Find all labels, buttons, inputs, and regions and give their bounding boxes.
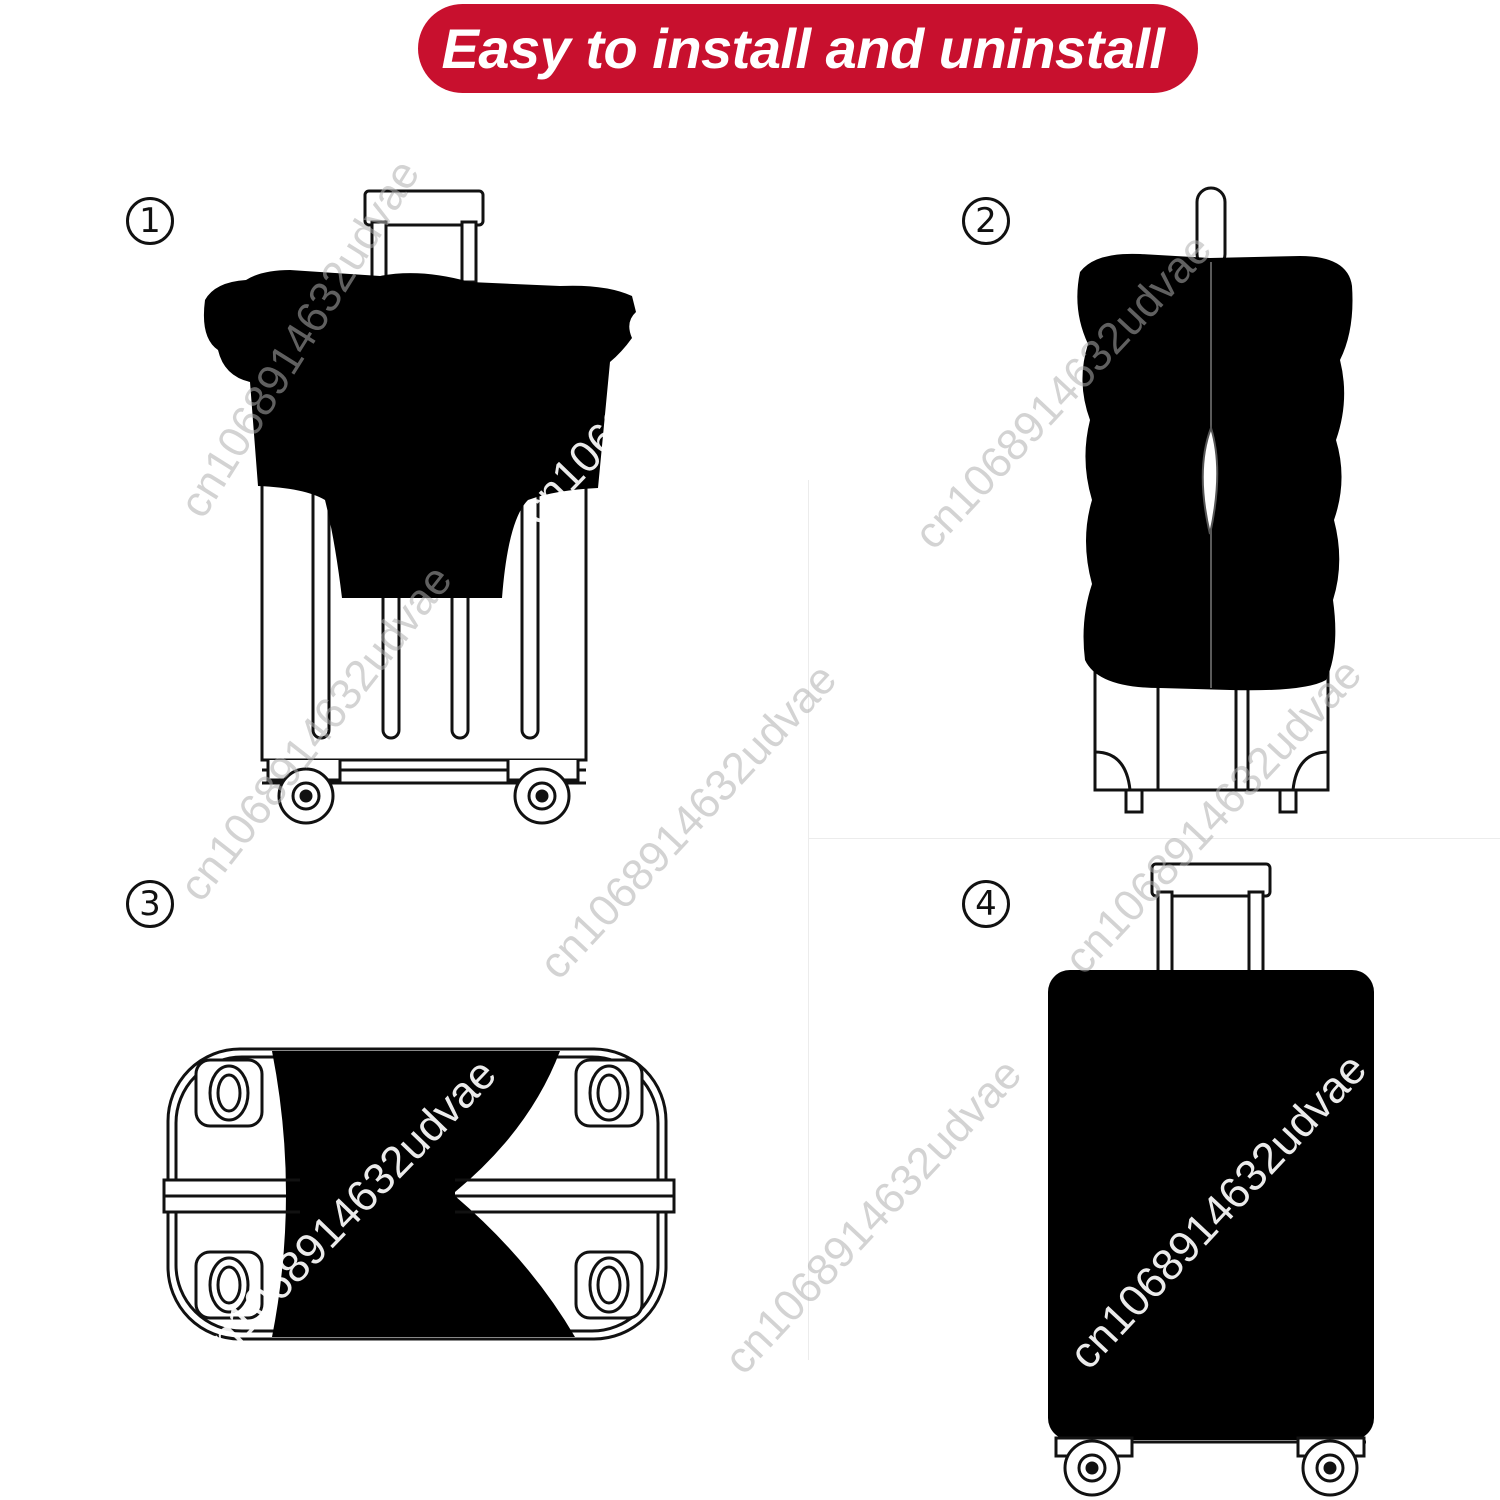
panel-divider-horizontal <box>808 838 1500 839</box>
title-banner: Easy to install and uninstall <box>418 4 1198 93</box>
step-3-number: 3 <box>126 880 174 928</box>
luggage-cover-zipping-icon <box>1077 186 1353 814</box>
step-1-number: 1 <box>126 197 174 245</box>
luggage-cover-bottom-view-icon <box>162 1047 676 1341</box>
title-text: Easy to install and uninstall <box>441 17 1166 80</box>
luggage-cover-pulling-on-icon <box>203 189 637 825</box>
step-4-number: 4 <box>962 880 1010 928</box>
panel-divider-vertical <box>808 480 809 1360</box>
step-2-number: 2 <box>962 197 1010 245</box>
